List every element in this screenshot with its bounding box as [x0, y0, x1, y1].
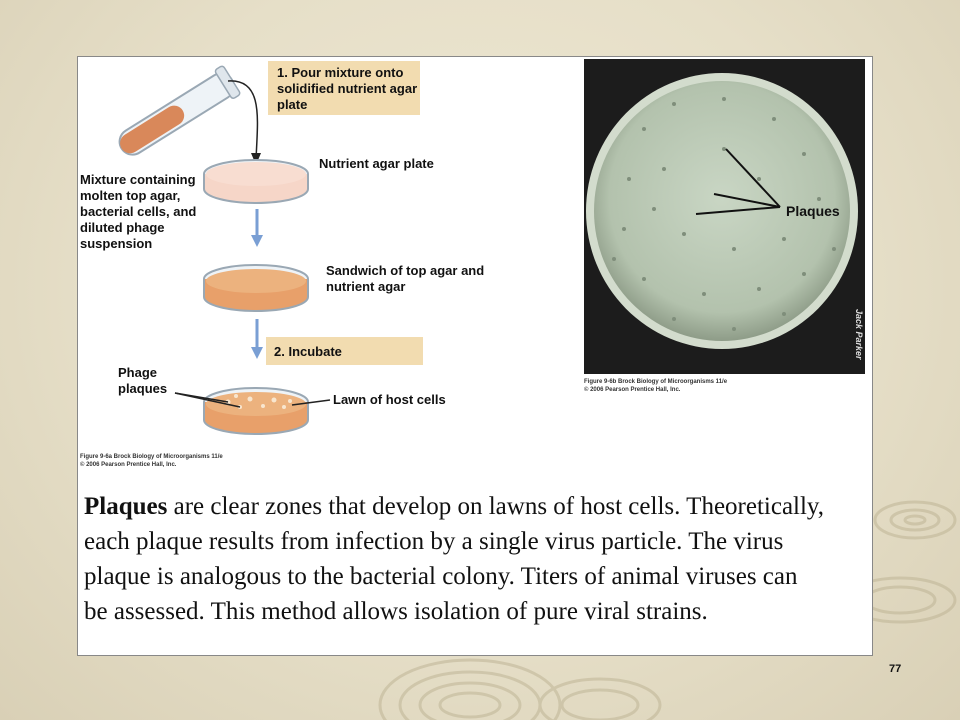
sandwich-plate-illustration: [203, 264, 309, 312]
caption-term: Plaques: [84, 493, 168, 520]
caption-line: be assessed. This method allows isolatio…: [84, 598, 708, 625]
phage-plaques-label: Phage plaques: [118, 365, 168, 396]
figure-credit-b: Figure 9-6b Brock Biology of Microorgani…: [584, 379, 728, 385]
step1-label: 1. Pour mixture onto solidified nutrient…: [277, 65, 418, 112]
caption-line: Plaques are clear zones that develop on …: [84, 493, 825, 520]
plaque-plate-illustration: [203, 387, 309, 435]
plaques-photo-label: Plaques: [786, 203, 840, 219]
plaque-photo: Plaques Jack Parker: [584, 59, 865, 374]
lawn-label: Lawn of host cells: [333, 392, 446, 407]
caption-line: each plaque results from infection by a …: [84, 528, 784, 555]
figure-copyright-a: © 2006 Pearson Prentice Hall, Inc.: [80, 462, 177, 468]
test-tube-illustration: [118, 65, 241, 156]
caption-line: plaque is analogous to the bacterial col…: [84, 563, 798, 590]
slide-content: 1. Pour mixture onto solidified nutrient…: [77, 56, 873, 656]
caption-text: Plaques are clear zones that develop on …: [84, 489, 872, 629]
plaque-assay-diagram: [118, 65, 331, 435]
step1-highlight: [268, 61, 420, 115]
pour-arrow: [227, 80, 259, 160]
step2-label: 2. Incubate: [274, 344, 342, 359]
mixture-label: Mixture containing molten top agar, bact…: [80, 172, 197, 251]
nutrient-plate-label: Nutrient agar plate: [319, 156, 434, 171]
figure-copyright-b: © 2006 Pearson Prentice Hall, Inc.: [584, 387, 681, 393]
sandwich-label: Sandwich of top agar and nutrient agar: [326, 263, 485, 294]
photographer-credit: Jack Parker: [854, 309, 864, 360]
figure-credit-a: Figure 9-6a Brock Biology of Microorgani…: [80, 454, 223, 460]
page-number: 77: [889, 663, 902, 675]
nutrient-agar-plate-illustration: [203, 159, 309, 204]
plaque-dots: [612, 97, 836, 331]
step2-highlight: [266, 337, 423, 365]
